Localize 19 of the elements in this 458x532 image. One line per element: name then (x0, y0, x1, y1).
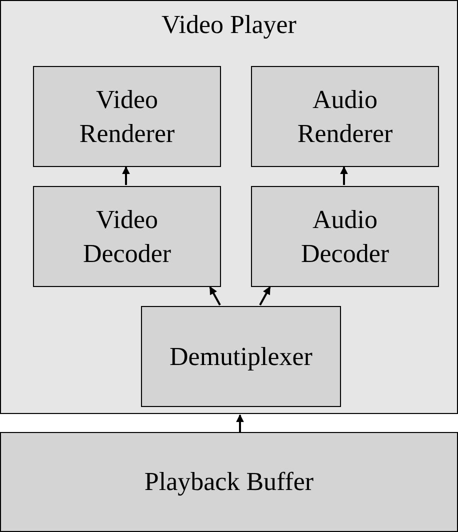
arrow (209, 286, 221, 306)
box-label: Video Renderer (78, 84, 176, 150)
process-box (33, 66, 221, 167)
process-box (0, 432, 458, 532)
group-title: Video Player (160, 9, 298, 41)
box-label: Playback Buffer (144, 466, 314, 498)
box-label: Demutiplexer (170, 340, 312, 372)
process-box (33, 186, 221, 287)
process-box (141, 306, 341, 407)
arrow (259, 286, 271, 306)
group-box (0, 0, 458, 414)
box-label: Audio Decoder (300, 204, 390, 270)
box-label: Audio Renderer (296, 84, 394, 150)
arrow (236, 414, 244, 432)
process-box (251, 186, 439, 287)
arrow (340, 166, 348, 185)
box-label: Video Decoder (82, 204, 172, 270)
process-box (251, 66, 439, 167)
arrow (122, 166, 130, 185)
